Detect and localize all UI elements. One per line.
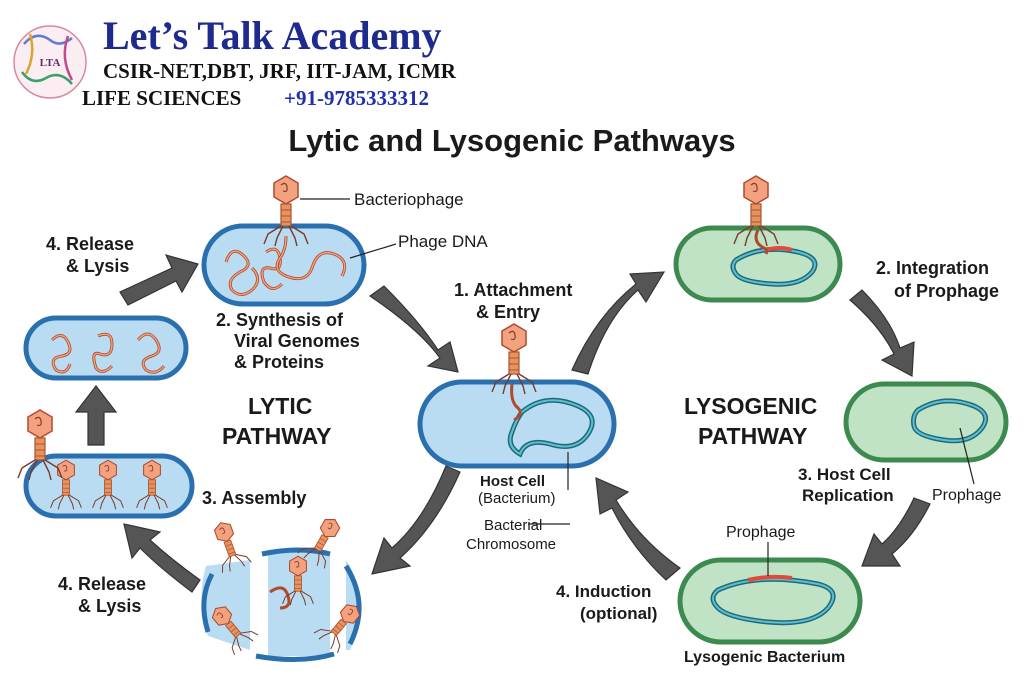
label-integration-1: 2. Integration bbox=[876, 258, 989, 278]
label-release-bottom-2: & Lysis bbox=[78, 596, 141, 616]
label-chromosome-1: Bacterial bbox=[484, 517, 542, 534]
replication-cell bbox=[843, 381, 1009, 463]
label-prophage-right: Prophage bbox=[932, 487, 1001, 504]
label-phage-dna: Phage DNA bbox=[398, 232, 488, 251]
arrow-replication-to-lysogenic bbox=[861, 497, 931, 567]
label-lysogenic-2: PATHWAY bbox=[698, 423, 807, 449]
label-lytic-2: PATHWAY bbox=[222, 423, 331, 449]
host-cell bbox=[417, 323, 617, 469]
label-induction-2: (optional) bbox=[580, 604, 657, 623]
label-release-bottom-1: 4. Release bbox=[58, 574, 146, 594]
label-induction-1: 4. Induction bbox=[556, 582, 651, 601]
label-lysogenic-bacterium: Lysogenic Bacterium bbox=[684, 649, 845, 666]
lysogenic-bacterium-cell bbox=[677, 557, 863, 645]
brand-logo: LTA bbox=[13, 25, 87, 99]
arrow-induction bbox=[595, 477, 681, 581]
arrow-assembly-up bbox=[74, 385, 118, 446]
label-release-top-2: & Lysis bbox=[66, 256, 129, 276]
brand-name: Let’s Talk Academy bbox=[103, 13, 442, 58]
arrow-synthesis-to-host bbox=[368, 285, 459, 373]
label-synthesis-2: Viral Genomes bbox=[234, 331, 360, 351]
label-lytic-1: LYTIC bbox=[248, 393, 312, 419]
label-synthesis-1: 2. Synthesis of bbox=[216, 310, 344, 330]
genome-cell bbox=[23, 315, 189, 381]
label-release-top-1: 4. Release bbox=[46, 234, 134, 254]
label-attachment-2: & Entry bbox=[476, 302, 540, 322]
integration-cell bbox=[673, 175, 843, 303]
label-integration-2: of Prophage bbox=[894, 281, 999, 301]
label-bacterium: (Bacterium) bbox=[478, 490, 556, 507]
label-bacteriophage: Bacteriophage bbox=[354, 190, 464, 209]
phone-number: +91-9785333312 bbox=[284, 86, 429, 110]
exams-line: CSIR-NET,DBT, JRF, IIT-JAM, ICMR bbox=[103, 59, 457, 83]
label-prophage-bottom: Prophage bbox=[726, 524, 795, 541]
synthesis-cell bbox=[201, 175, 367, 307]
label-replication-1: 3. Host Cell bbox=[798, 465, 891, 484]
arrow-burst-to-assembly bbox=[123, 523, 201, 593]
cycle-arrows bbox=[74, 254, 931, 593]
label-lysogenic-1: LYSOGENIC bbox=[684, 393, 817, 419]
label-chromosome-2: Chromosome bbox=[466, 536, 556, 553]
diagram-title: Lytic and Lysogenic Pathways bbox=[288, 123, 735, 158]
label-attachment-1: 1. Attachment bbox=[454, 280, 572, 300]
arrow-to-synthesis bbox=[119, 254, 199, 306]
arrow-host-to-burst bbox=[371, 465, 461, 575]
arrow-host-to-integration bbox=[571, 271, 666, 375]
label-replication-2: Replication bbox=[802, 486, 894, 505]
label-assembly: 3. Assembly bbox=[202, 488, 306, 508]
subject-line: LIFE SCIENCES bbox=[82, 86, 241, 110]
lysing-cell bbox=[201, 512, 368, 663]
arrow-integration-to-replication bbox=[849, 289, 915, 377]
assembly-cell bbox=[17, 409, 195, 519]
label-host-cell: Host Cell bbox=[480, 473, 545, 490]
logo-text: LTA bbox=[40, 57, 61, 69]
label-synthesis-3: & Proteins bbox=[234, 352, 324, 372]
